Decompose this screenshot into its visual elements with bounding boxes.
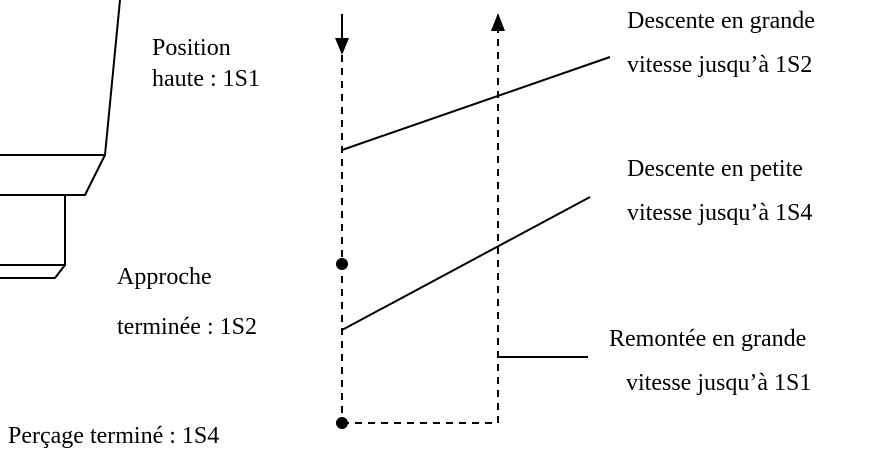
drill-spindle-housing: [0, 0, 121, 156]
label-remontee-line2: vitesse jusqu’à 1S1: [626, 370, 811, 396]
label-position-haute-line1: Position: [152, 35, 231, 61]
leader-descente-gv: [341, 56, 611, 151]
label-descente-gv-line2: vitesse jusqu’à 1S2: [627, 52, 812, 78]
label-position-haute-line2: haute : 1S1: [152, 66, 260, 92]
label-remontee-line1: Remontée en grande: [609, 326, 806, 352]
label-approche-line2: terminée : 1S2: [117, 314, 257, 340]
leader-descente-pv: [341, 196, 591, 331]
label-descente-pv-line2: vitesse jusqu’à 1S4: [627, 200, 812, 226]
return-arrow-head: [491, 13, 505, 31]
drill-body-taper: [0, 154, 106, 196]
point-1s2: [336, 258, 348, 270]
point-1s4: [336, 417, 348, 429]
label-approche-line1: Approche: [117, 264, 212, 290]
label-descente-pv-line1: Descente en petite: [627, 156, 803, 182]
return-path-line: [342, 30, 499, 424]
drill-chuck: [0, 195, 66, 266]
descent-arrow-head: [335, 38, 349, 55]
label-percage: Perçage terminé : 1S4: [8, 423, 219, 449]
drill-head: [0, 0, 121, 279]
drill-tip: [0, 264, 66, 279]
label-descente-gv-line1: Descente en grande: [627, 8, 815, 34]
